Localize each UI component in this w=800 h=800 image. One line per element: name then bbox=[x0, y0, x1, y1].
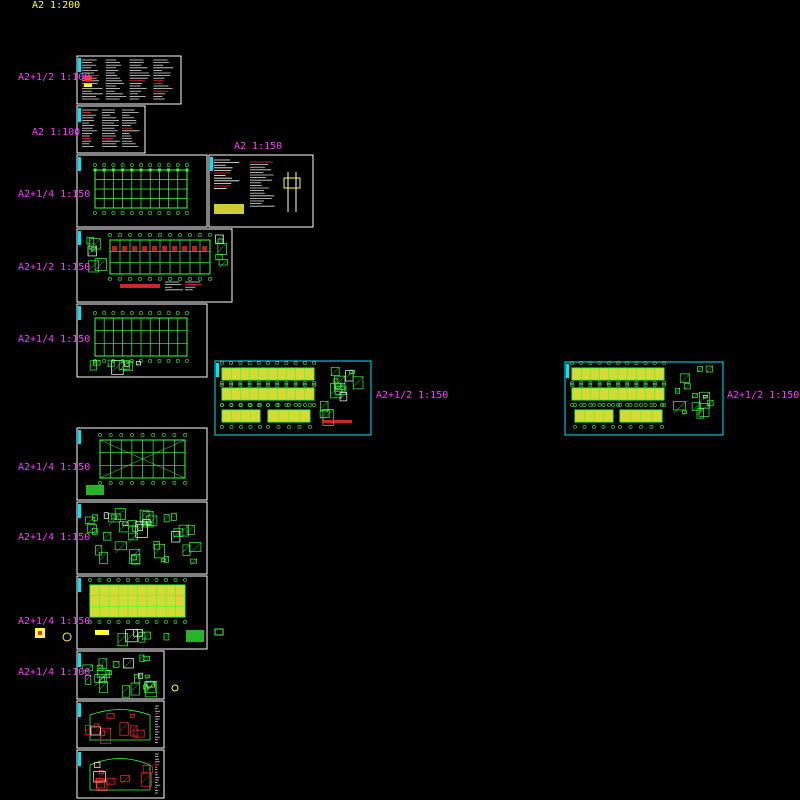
sheet-notes bbox=[76, 105, 146, 154]
sheet-connection-details bbox=[76, 501, 208, 575]
label-sheet-1: A2+1/2 1:100 bbox=[18, 72, 91, 83]
sheet-misc-details bbox=[76, 650, 165, 700]
label-top-scale: A2 1:200 bbox=[32, 0, 81, 11]
label-sheet-8: A2+1/4 1:150 bbox=[18, 616, 91, 627]
label-sheet-6: A2+1/4 1:150 bbox=[18, 462, 91, 473]
label-sheet-7: A2+1/4 1:150 bbox=[18, 532, 91, 543]
label-sheet-right: A2+1/2 1:150 bbox=[727, 390, 800, 401]
sheet-general-notes bbox=[76, 55, 182, 105]
sheet-elevations-b bbox=[564, 361, 724, 436]
sheet-column-plan bbox=[76, 154, 208, 228]
label-sheet-9: A2+1/4 1:100 bbox=[18, 667, 91, 678]
label-sheet-5: A2+1/4 1:150 bbox=[18, 334, 91, 345]
sheet-section-2 bbox=[76, 749, 165, 799]
label-sheet-4: A2+1/2 1:150 bbox=[18, 262, 91, 273]
label-sheet-3: A2+1/4 1:150 bbox=[18, 189, 91, 200]
sheet-roof-framing bbox=[76, 427, 208, 501]
sheet-elevations-a bbox=[214, 360, 372, 436]
sheet-table-details bbox=[208, 154, 314, 228]
sheet-foundation-plan bbox=[76, 228, 233, 303]
sheet-slab-plan bbox=[76, 575, 208, 650]
sheet-beam-plan bbox=[76, 303, 208, 378]
label-sheet-mid: A2+1/2 1:150 bbox=[376, 390, 449, 401]
sheet-section-1 bbox=[76, 700, 165, 749]
label-sheet-3b: A2 1:150 bbox=[234, 141, 283, 152]
label-sheet-2: A2 1:100 bbox=[32, 127, 81, 138]
